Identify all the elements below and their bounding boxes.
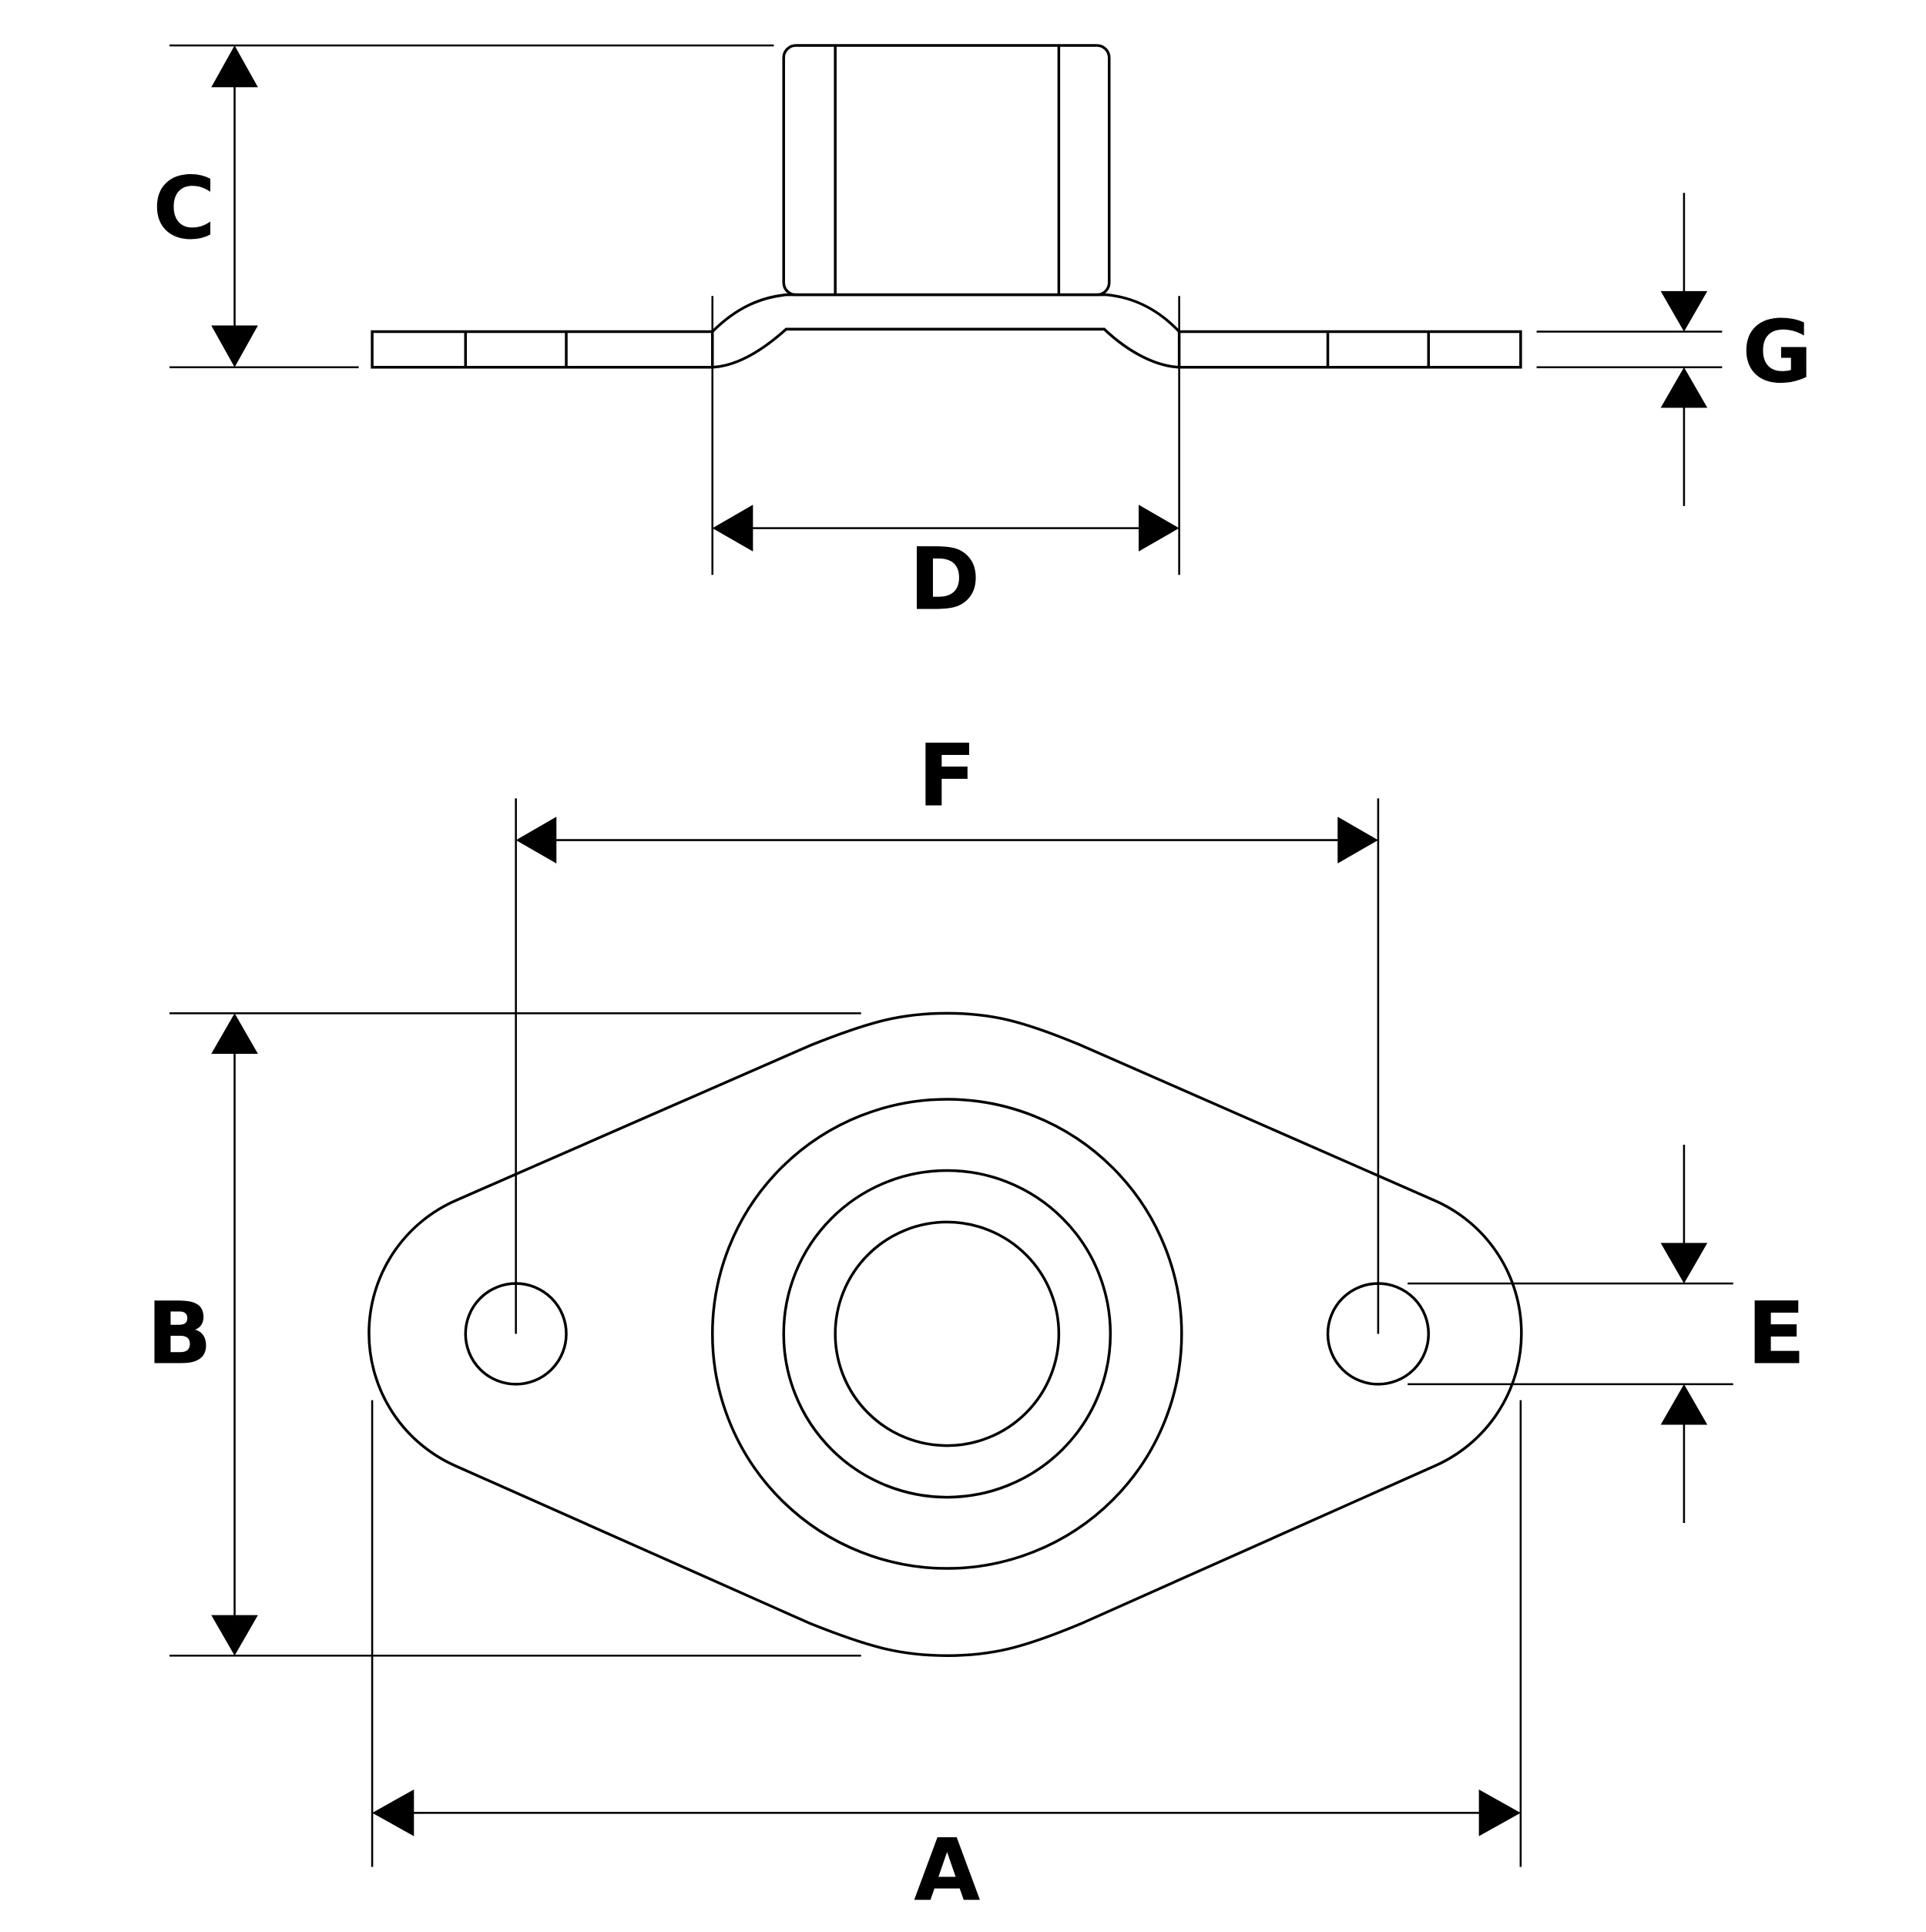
flange-left — [371, 330, 714, 369]
flange-outline — [367, 1011, 1523, 1658]
dimension-a: A — [371, 1400, 1522, 1920]
boss-body — [782, 44, 1111, 297]
label-c: C — [153, 159, 216, 259]
dimension-e: E — [1408, 1144, 1806, 1524]
center-bore — [834, 1220, 1061, 1447]
flange-right — [1177, 330, 1522, 369]
arrow-right-icon — [1138, 505, 1179, 552]
arrow-down-icon — [1660, 1243, 1708, 1284]
arrow-up-icon — [1660, 367, 1708, 408]
arrow-down-icon — [211, 1615, 258, 1656]
base-lower-profile — [712, 327, 1179, 369]
label-d: D — [909, 530, 981, 630]
base-upper-profile — [711, 293, 1180, 333]
dimension-c: C — [153, 44, 774, 369]
arrow-left-icon — [515, 817, 557, 864]
dimension-d: D — [711, 296, 1180, 630]
dimension-g: G — [1536, 193, 1813, 506]
label-a: A — [914, 1820, 980, 1920]
label-f: F — [918, 726, 976, 827]
middle-ring — [782, 1169, 1112, 1499]
dimension-b: B — [146, 1012, 861, 1657]
arrow-left-icon — [712, 505, 753, 552]
top-view: F B A E — [146, 726, 1805, 1921]
arrow-down-icon — [1660, 290, 1708, 332]
arrow-left-icon — [372, 1789, 414, 1836]
arrow-right-icon — [1478, 1789, 1521, 1836]
outer-ring — [710, 1098, 1183, 1570]
label-b: B — [146, 1284, 212, 1384]
arrow-up-icon — [1660, 1384, 1708, 1425]
arrow-right-icon — [1337, 817, 1378, 864]
dimension-f: F — [515, 726, 1380, 1334]
label-g: G — [1742, 303, 1813, 403]
arrow-down-icon — [211, 325, 258, 367]
arrow-up-icon — [211, 45, 258, 88]
side-view: C D G — [153, 44, 1813, 630]
arrow-up-icon — [211, 1013, 258, 1054]
label-e: E — [1746, 1284, 1805, 1384]
